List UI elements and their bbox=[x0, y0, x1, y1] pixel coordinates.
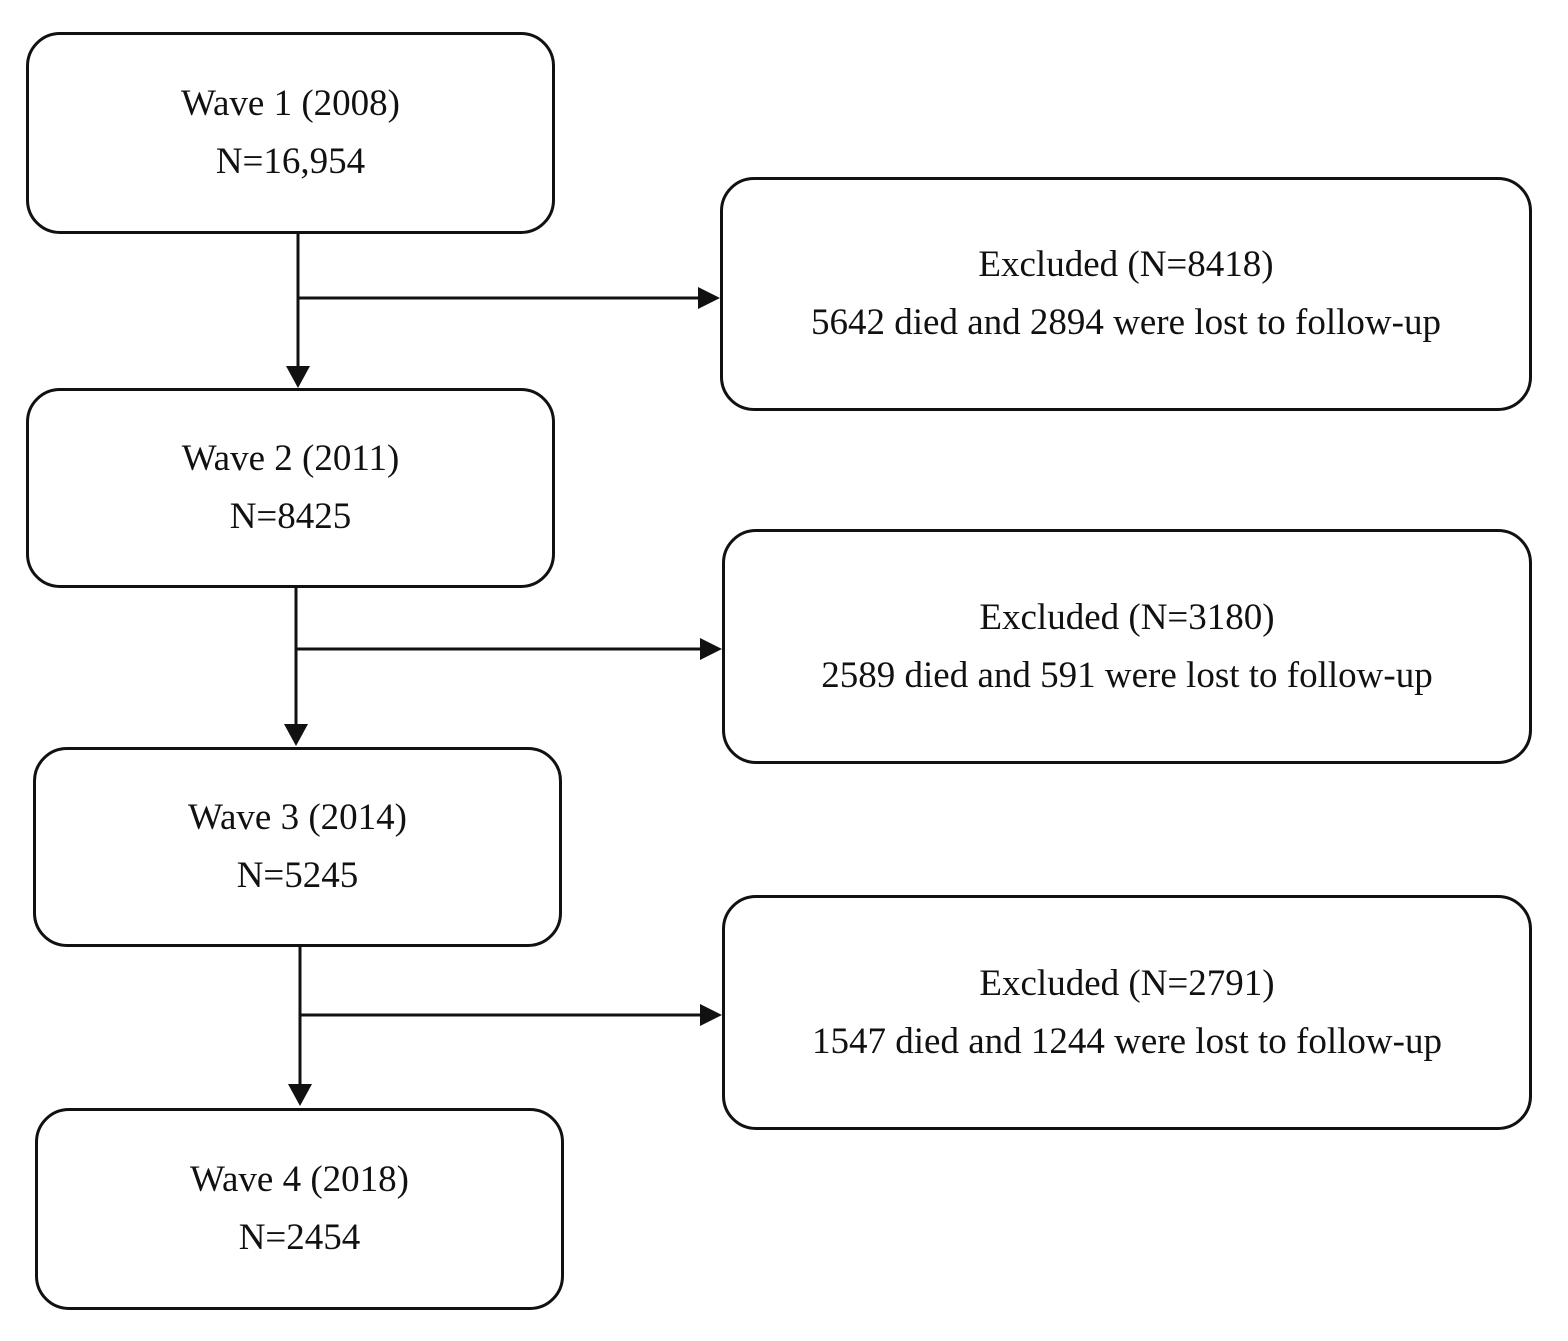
wave-box-1: Wave 1 (2008) N=16,954 bbox=[26, 32, 555, 234]
exclusion-box-2: Excluded (N=3180) 2589 died and 591 were… bbox=[722, 529, 1532, 764]
wave-box-3: Wave 3 (2014) N=5245 bbox=[33, 747, 562, 947]
exclusion-detail: 5642 died and 2894 were lost to follow-u… bbox=[811, 302, 1441, 343]
exclusion-box-3: Excluded (N=2791) 1547 died and 1244 wer… bbox=[722, 895, 1532, 1130]
arrow-branch-exclusion-1 bbox=[298, 287, 720, 309]
wave-count: N=5245 bbox=[236, 855, 359, 896]
wave-count: N=8425 bbox=[229, 496, 352, 537]
arrow-wave1-to-wave2 bbox=[286, 234, 310, 388]
wave-count: N=16,954 bbox=[215, 141, 366, 182]
exclusion-title: Excluded (N=3180) bbox=[979, 596, 1275, 638]
wave-title: Wave 1 (2008) bbox=[181, 83, 400, 124]
exclusion-title: Excluded (N=8418) bbox=[978, 244, 1274, 285]
arrow-wave3-to-wave4 bbox=[288, 947, 312, 1106]
wave-title: Wave 3 (2014) bbox=[188, 797, 407, 838]
wave-count: N=2454 bbox=[238, 1217, 361, 1258]
wave-title: Wave 2 (2011) bbox=[181, 438, 400, 479]
wave-title: Wave 4 (2018) bbox=[190, 1159, 409, 1200]
exclusion-detail: 1547 died and 1244 were lost to follow-u… bbox=[812, 1020, 1442, 1062]
exclusion-detail: 2589 died and 591 were lost to follow-up bbox=[821, 654, 1433, 696]
arrow-branch-exclusion-3 bbox=[300, 1004, 722, 1026]
arrow-branch-exclusion-2 bbox=[296, 638, 722, 660]
exclusion-title: Excluded (N=2791) bbox=[979, 962, 1275, 1004]
wave-box-2: Wave 2 (2011) N=8425 bbox=[26, 388, 555, 588]
wave-box-4: Wave 4 (2018) N=2454 bbox=[35, 1108, 564, 1310]
exclusion-box-1: Excluded (N=8418) 5642 died and 2894 wer… bbox=[720, 177, 1532, 411]
arrow-wave2-to-wave3 bbox=[284, 588, 308, 746]
